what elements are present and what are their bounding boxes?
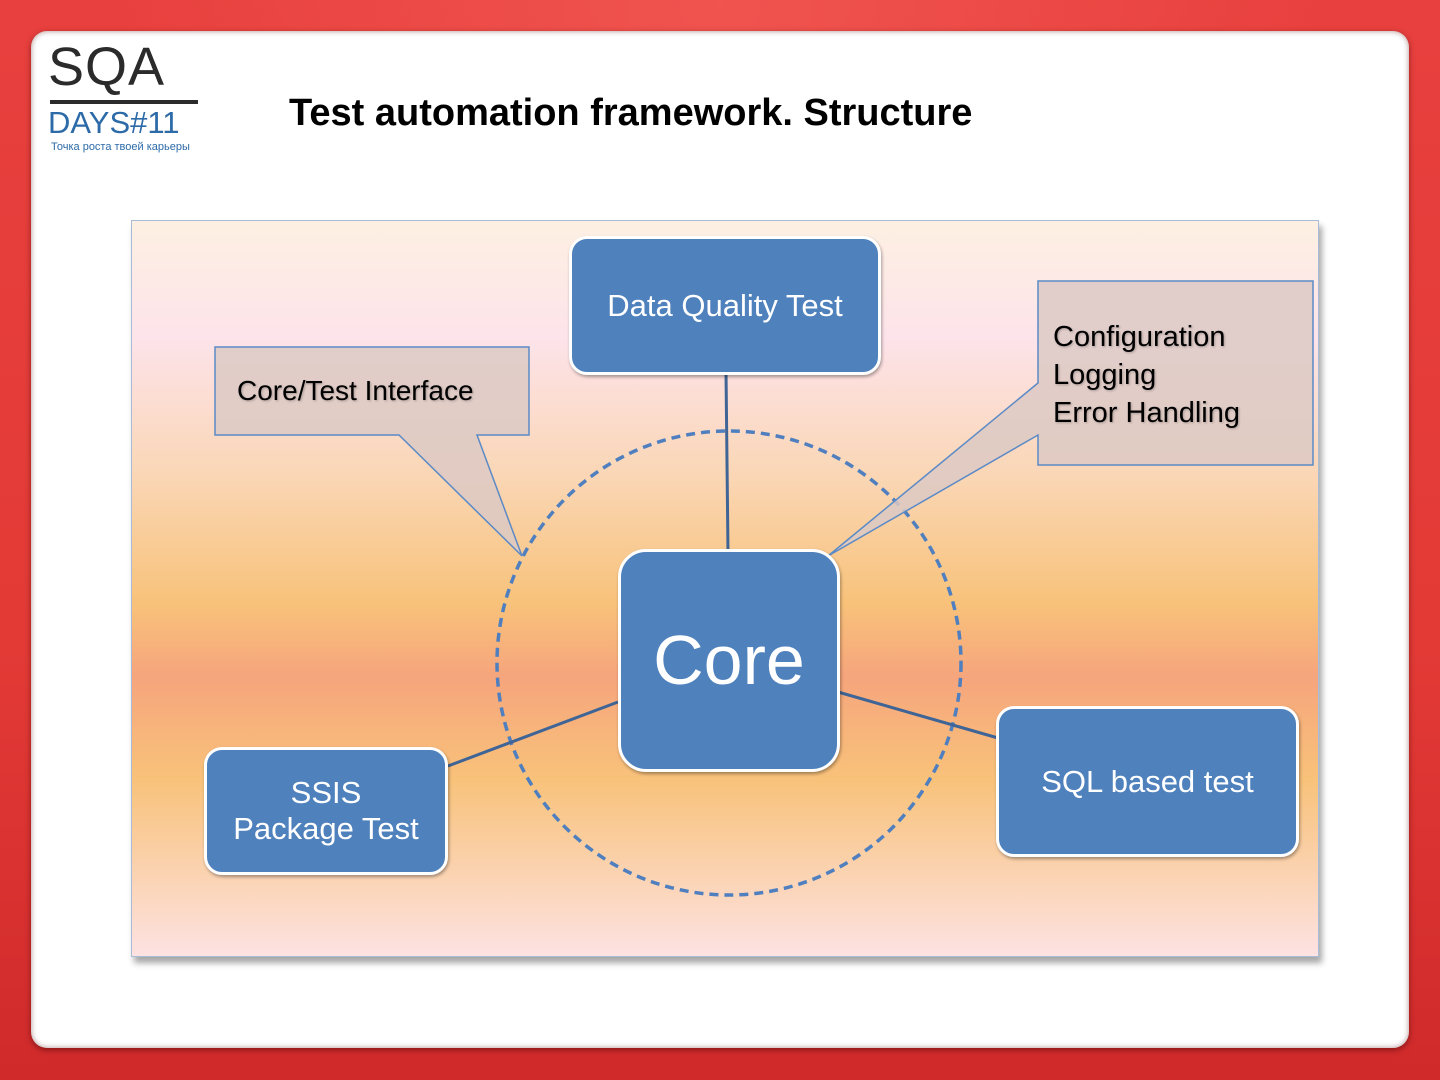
- logo-edition-text: DAYS#11: [48, 105, 180, 140]
- callout-services-list: Configuration Logging Error Handling: [1053, 318, 1240, 432]
- connector-sql: [837, 690, 999, 740]
- callout-interface-label: Core/Test Interface: [237, 375, 474, 406]
- connector-ssis: [447, 700, 619, 768]
- core-boundary-circle: [495, 429, 963, 897]
- logo-sqa-text: SQA: [48, 37, 166, 97]
- node-ssis-label: SSIS Package Test: [233, 775, 419, 846]
- node-sql-label: SQL based test: [1041, 763, 1254, 799]
- node-core-label: Core: [653, 621, 805, 700]
- callout-services-shape: [827, 280, 1314, 557]
- callout-item-logging: Logging: [1053, 359, 1157, 391]
- callout-interface-shape: [214, 346, 530, 557]
- logo-divider: [50, 100, 198, 104]
- logo: SQA DAYS#11 Точка роста твоей карьеры: [48, 40, 200, 158]
- callout-item-configuration: Configuration: [1053, 321, 1226, 353]
- node-data-quality-test: Data Quality Test: [569, 236, 881, 375]
- logo-tagline: Точка роста твоей карьеры: [51, 141, 190, 153]
- callout-item-error-handling: Error Handling: [1053, 397, 1240, 429]
- connector-data-quality: [724, 371, 730, 553]
- node-ssis-package-test: SSIS Package Test: [204, 747, 448, 875]
- node-data-quality-label: Data Quality Test: [607, 287, 843, 323]
- node-core: Core: [618, 549, 840, 772]
- slide-title: Test automation framework. Structure: [289, 92, 973, 134]
- node-sql-based-test: SQL based test: [996, 706, 1299, 857]
